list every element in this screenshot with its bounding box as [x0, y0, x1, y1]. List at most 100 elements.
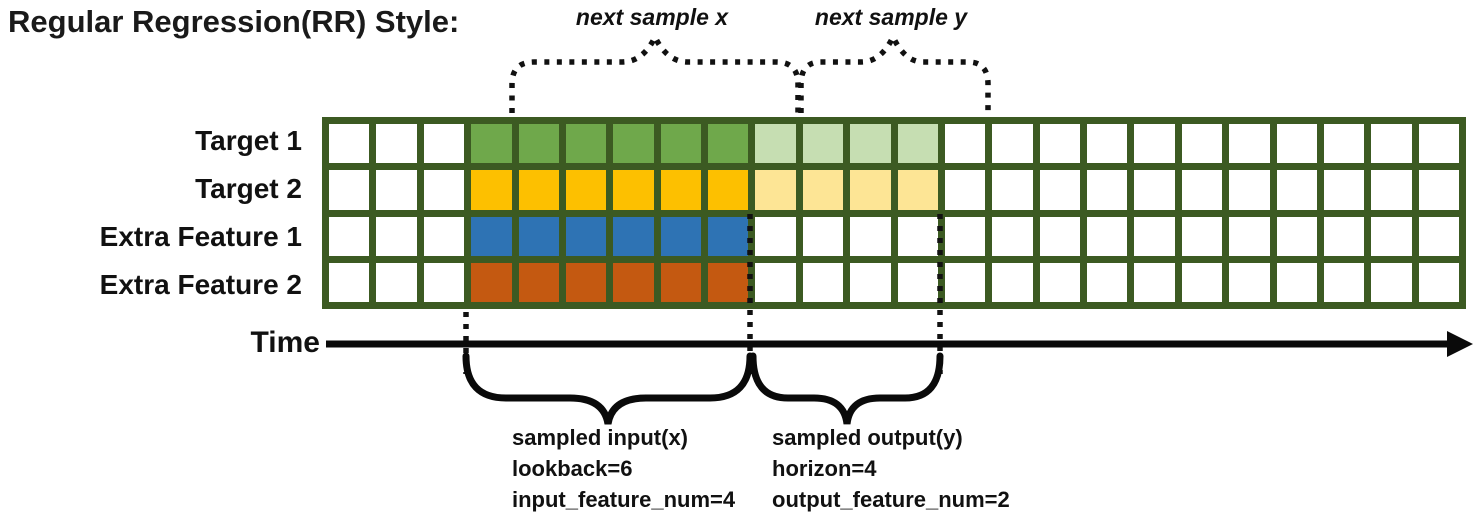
- grid-cell: [850, 124, 891, 164]
- grid-cell: [1181, 216, 1223, 256]
- grid-cell: [376, 170, 417, 210]
- grid-cell: [1229, 170, 1270, 210]
- grid-cell: [897, 124, 938, 164]
- grid-cell: [471, 124, 512, 164]
- grid-cell: [1087, 170, 1128, 210]
- grid-cell: [660, 262, 701, 302]
- row-label-extra-feature-2: Extra Feature 2: [99, 269, 302, 300]
- grid-cell: [1371, 124, 1412, 164]
- grid-cell: [613, 216, 654, 256]
- sampled-input-line-1: sampled input(x): [512, 425, 689, 450]
- grid-cell: [1323, 124, 1365, 164]
- grid-cell: [613, 262, 654, 302]
- grid-cell: [992, 262, 1033, 302]
- grid-cell: [755, 262, 796, 302]
- grid-cell: [850, 216, 891, 256]
- grid-cell: [613, 170, 654, 210]
- grid-cell: [1323, 216, 1365, 256]
- grid-cell: [613, 124, 654, 164]
- grid-cell: [897, 262, 938, 302]
- grid-cell: [1418, 262, 1459, 302]
- grid-cell: [1134, 262, 1175, 302]
- grid-cell: [850, 170, 891, 210]
- sampled-input-line-2: lookback=6: [512, 456, 633, 481]
- next-sample-y-brace: [798, 30, 991, 113]
- grid-cell: [1323, 262, 1365, 302]
- grid-cell: [329, 216, 370, 256]
- grid-cell: [329, 170, 370, 210]
- grid-cell: [1181, 124, 1223, 164]
- grid-cell: [1418, 170, 1459, 210]
- sampled-output-line-1: sampled output(y): [772, 425, 963, 450]
- grid-cell: [1371, 262, 1412, 302]
- grid-cell: [471, 262, 512, 302]
- sampled-output-line-2: horizon=4: [772, 456, 877, 481]
- grid-cell: [1276, 216, 1317, 256]
- grid-cell: [565, 216, 607, 256]
- grid-cell: [471, 170, 512, 210]
- next-sample-x-brace: [509, 30, 801, 113]
- grid-cell: [1323, 170, 1365, 210]
- grid-cell: [944, 124, 986, 164]
- grid-cell: [660, 124, 701, 164]
- grid-cell: [708, 216, 749, 256]
- grid-cell: [1418, 124, 1459, 164]
- grid-cell: [1418, 216, 1459, 256]
- grid-cell: [1039, 170, 1080, 210]
- grid-cell: [992, 216, 1033, 256]
- sampled-output-note: sampled output(y) horizon=4 output_featu…: [772, 422, 1010, 515]
- page-title: Regular Regression(RR) Style:: [8, 4, 460, 39]
- grid-cell: [1371, 170, 1412, 210]
- next-sample-y-label: next sample y: [814, 4, 968, 30]
- sample-grid: [322, 117, 1466, 309]
- grid-cell: [1087, 262, 1128, 302]
- grid-cell: [802, 124, 844, 164]
- grid-cell: [1134, 216, 1175, 256]
- grid-cell: [1229, 216, 1270, 256]
- grid-cell: [802, 170, 844, 210]
- grid-cell: [1039, 216, 1080, 256]
- grid-cell: [755, 124, 796, 164]
- row-labels: Target 1 Target 2 Extra Feature 1 Extra …: [0, 117, 312, 309]
- grid-cell: [423, 124, 465, 164]
- grid-cell: [471, 216, 512, 256]
- sampled-input-note: sampled input(x) lookback=6 input_featur…: [512, 422, 735, 515]
- grid-cell: [1276, 262, 1317, 302]
- grid-cell: [423, 170, 465, 210]
- grid-cell: [660, 170, 701, 210]
- grid-cell: [755, 216, 796, 256]
- grid-cell: [518, 262, 559, 302]
- row-label-target-2: Target 2: [195, 173, 302, 204]
- grid-cell: [755, 170, 796, 210]
- grid-cell: [802, 262, 844, 302]
- grid-cell: [1134, 170, 1175, 210]
- grid-cell: [660, 216, 701, 256]
- grid-cell: [708, 262, 749, 302]
- sampled-input-line-3: input_feature_num=4: [512, 487, 736, 512]
- grid-cell: [897, 216, 938, 256]
- grid-cell: [518, 124, 559, 164]
- grid-cell: [802, 216, 844, 256]
- grid-cell: [423, 216, 465, 256]
- grid-cell: [708, 124, 749, 164]
- grid-cell: [1276, 124, 1317, 164]
- next-sample-x-label: next sample x: [575, 4, 729, 30]
- grid-cell: [518, 216, 559, 256]
- grid-cell: [1371, 216, 1412, 256]
- time-axis-label: Time: [250, 326, 320, 359]
- grid-cell: [376, 216, 417, 256]
- grid-cell: [992, 124, 1033, 164]
- grid-cell: [565, 262, 607, 302]
- grid-cell: [708, 170, 749, 210]
- grid-cell: [944, 170, 986, 210]
- grid-cell: [1039, 124, 1080, 164]
- grid-cell: [1181, 170, 1223, 210]
- row-label-extra-feature-1: Extra Feature 1: [99, 221, 302, 252]
- grid-cell: [518, 170, 559, 210]
- grid-cell: [1181, 262, 1223, 302]
- grid-cell: [897, 170, 938, 210]
- grid-cell: [376, 262, 417, 302]
- grid-cell: [565, 170, 607, 210]
- sampled-input-brace: [462, 352, 754, 425]
